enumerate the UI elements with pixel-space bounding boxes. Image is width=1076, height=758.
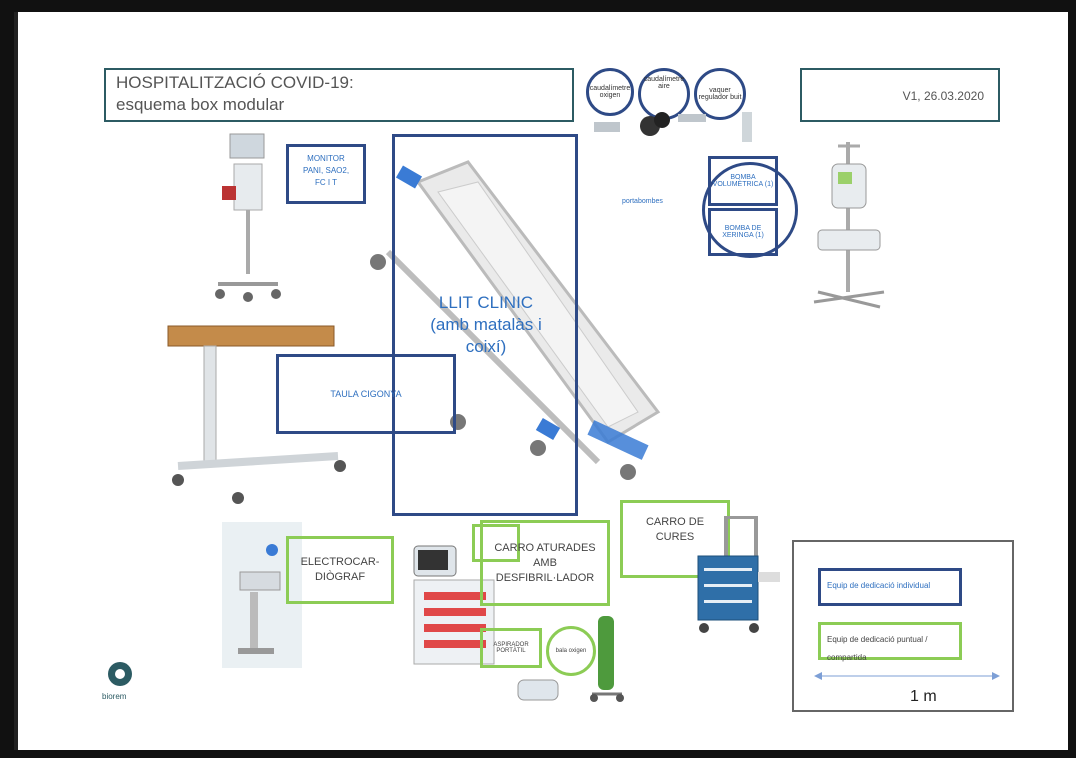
care-cart-image [697,516,780,633]
portabombes-label: portabombes [622,198,663,205]
monitor-image [215,133,281,302]
bomba-volumetrica-label: BOMBA VOLUMÈTRICA (1) [712,174,774,188]
slide: HOSPITALITZACIÓ COVID-19: esquema box mo… [14,12,1068,750]
version-text: V1, 26.03.2020 [902,89,984,103]
infusion-pumps-image [813,142,885,309]
llit-label-line1: LLIT CLINIC [438,293,534,312]
monitor-label-line2: PANI, SAO2, [302,166,350,175]
bomba-xeringa-box: BOMBA DE XERINGA (1) [708,208,778,256]
bala-oxigen-circle: bala oxigen [546,626,596,676]
caudalimetre-aire-label: caudalímetre aire [643,76,685,90]
electrocardiograf-line1: ELECTROCAR- [300,556,380,568]
title-line1: HOSPITALITZACIÓ COVID-19: [116,73,354,92]
caudalimetre-oxigen-label: caudalímetre oxigen [589,85,631,99]
overbed-table-image [167,325,346,504]
legend-compartida-text: Equip de dedicació puntual / compartida [827,635,928,662]
title-box: HOSPITALITZACIÓ COVID-19: esquema box mo… [104,68,574,122]
carro-aturades-box: CARRO ATURADES AMB DESFIBRIL·LADOR [480,520,610,606]
aspirador-box: ASPIRADOR PORTÀTIL [480,628,542,668]
logo-text: biorem [102,692,127,701]
bala-oxigen-label: bala oxigen [555,648,587,654]
bomba-volumetrica-box: BOMBA VOLUMÈTRICA (1) [708,156,778,206]
monitor-label-line3: FC I T [314,178,338,187]
caudalimetre-oxigen-circle: caudalímetre oxigen [586,68,634,116]
llit-label: LLIT CLINIC (amb matalàs i coixí) [398,292,574,358]
gas-fittings-image [594,112,752,142]
carro-cures-box: CARRO DE CURES [620,500,730,578]
scale-arrow [814,672,1000,680]
llit-label-line3: coixí) [465,337,507,356]
legend-compartida: Equip de dedicació puntual / compartida [818,622,962,662]
aspirador-image [517,679,559,701]
oxygen-cylinder-image [590,616,624,702]
electrocardiograf-line2: DIÒGRAF [314,571,366,583]
pumps-circle [702,162,798,258]
llit-label-line2: (amb matalàs i [430,315,542,334]
legend-individual-text: Equip de dedicació individual [827,581,931,590]
defib-box [472,524,520,562]
monitor-label-line1: MONITOR [307,154,345,163]
legend-box: Equip de dedicació individual Equip de d… [792,540,1014,712]
monitor-label-box: MONITOR PANI, SAO2, FC I T [286,144,366,204]
carro-cures-line1: CARRO DE [645,516,705,528]
taula-label-box: TAULA CIGONYA [276,354,456,434]
llit-box [392,134,578,516]
carro-cures-line2: CURES [655,531,695,543]
version-box: V1, 26.03.2020 [800,68,1000,122]
title-line2: esquema box modular [116,95,285,114]
carro-aturades-line2: AMB [533,556,557,569]
scale-label: 1 m [910,688,937,705]
vaquer-circle: vaquer regulador buit [694,68,746,120]
carro-aturades-line3: DESFIBRIL·LADOR [495,571,595,584]
bomba-xeringa-label: BOMBA DE XERINGA (1) [722,225,764,239]
electrocardiograf-box: ELECTROCAR- DIÒGRAF [286,536,394,604]
carro-aturades-line1: CARRO ATURADES [494,541,596,554]
biorem-logo-icon [108,662,132,686]
taula-label: TAULA CIGONYA [330,389,402,399]
vaquer-label: vaquer regulador buit [698,87,742,101]
legend-individual: Equip de dedicació individual [818,568,962,606]
bed-image [370,160,661,480]
aspirador-label: ASPIRADOR PORTÀTIL [493,642,529,654]
